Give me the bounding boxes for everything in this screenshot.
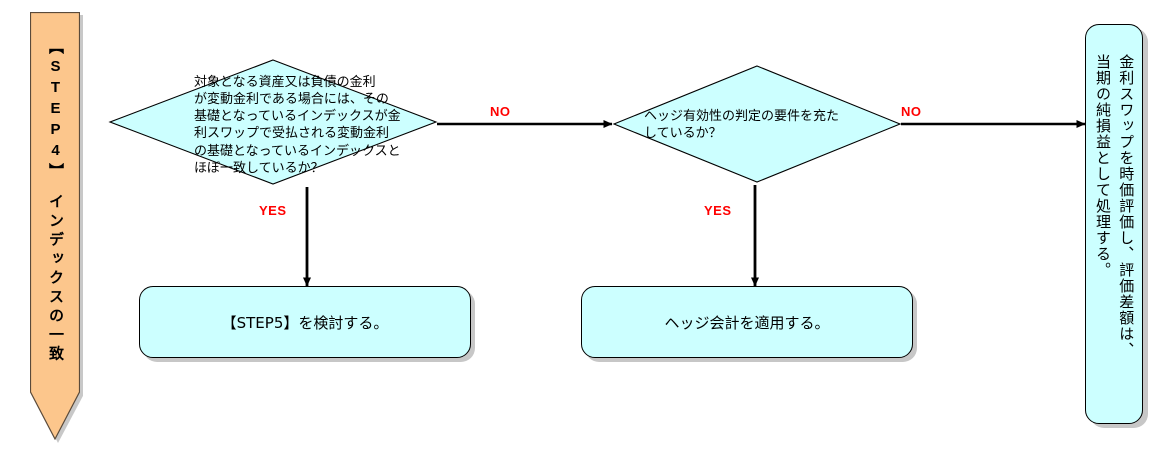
outcome-hedge-accounting: ヘッジ会計を適用する。	[581, 286, 913, 358]
connector-label-yes-2: YES	[704, 203, 732, 218]
decision-index-match: 対象となる資産又は負債の金利 が変動金利である場合には、その 基礎となっているイ…	[108, 58, 438, 186]
outcome-fair-value-label: 金利スワップを時価評価し、評価差額は、 当期の純損益として処理する。	[1094, 54, 1136, 358]
outcome-step5: 【STEP5】を検討する。	[139, 286, 471, 358]
step-banner-label: 【STEP4】 インデックスの一致	[47, 39, 64, 365]
outcome-step5-label: 【STEP5】を検討する。	[221, 313, 389, 332]
decision-index-match-label: 対象となる資産又は負債の金利 が変動金利である場合には、その 基礎となっているイ…	[194, 75, 401, 176]
connector-label-no-1: NO	[490, 104, 511, 119]
outcome-fair-value: 金利スワップを時価評価し、評価差額は、 当期の純損益として処理する。	[1085, 24, 1143, 424]
step-banner: 【STEP4】 インデックスの一致	[30, 12, 83, 443]
connector-label-yes-1: YES	[259, 203, 287, 218]
connector-label-no-2: NO	[901, 104, 922, 119]
decision-hedge-effectiveness-label: ヘッジ有効性の判定の要件を充た しているか？	[644, 109, 840, 142]
decision-hedge-effectiveness: ヘッジ有効性の判定の要件を充た しているか？	[612, 64, 902, 184]
outcome-hedge-accounting-label: ヘッジ会計を適用する。	[664, 313, 830, 332]
